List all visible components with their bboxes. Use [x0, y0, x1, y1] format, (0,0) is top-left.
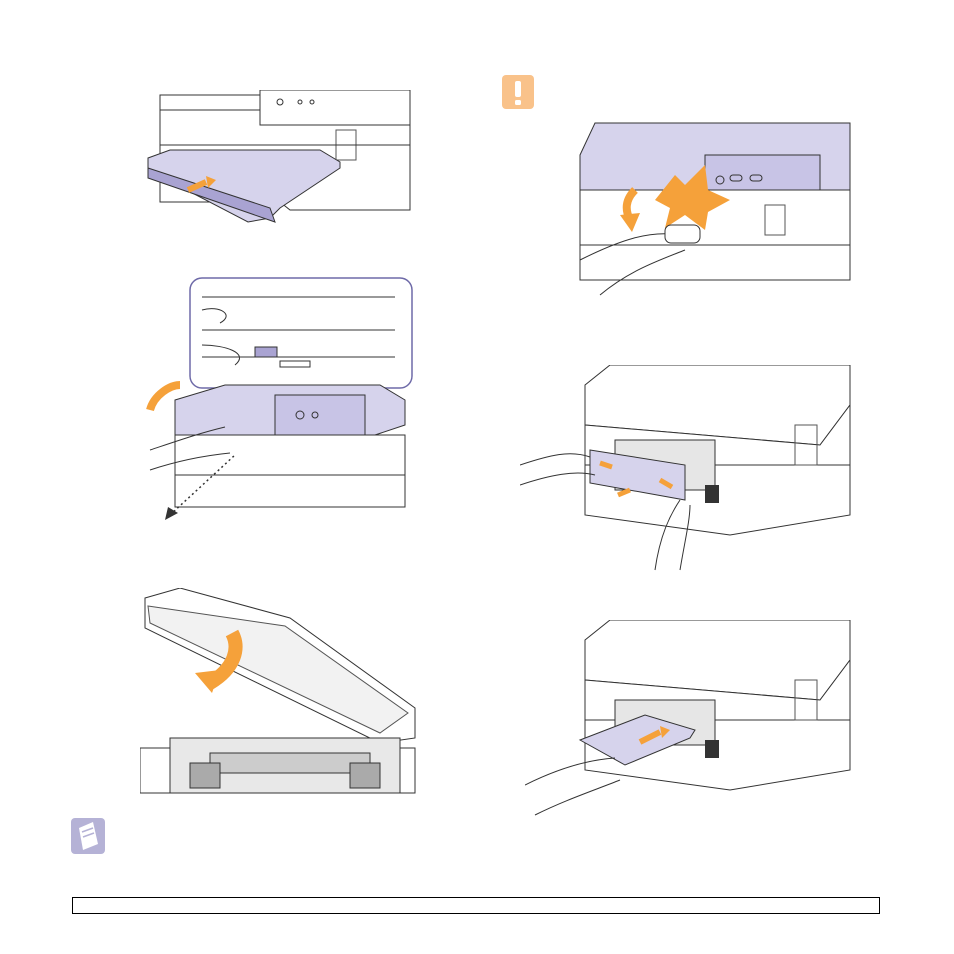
- printer-scanner-lift-icon: [140, 275, 415, 525]
- printer-open-cover-icon: [140, 588, 420, 798]
- printer-pinch-warning-icon: [570, 120, 855, 300]
- printer-tray-icon: [140, 90, 420, 230]
- figure-step-3: [140, 588, 420, 798]
- caution-icon: [502, 75, 534, 109]
- figure-step-4: [520, 365, 855, 575]
- figure-step-2: [140, 275, 415, 525]
- figure-caution-step: [570, 120, 855, 300]
- figure-step-1: [140, 90, 420, 230]
- footer-bar: [72, 897, 880, 914]
- printer-rear-cover-icon: [520, 365, 855, 575]
- printer-rear-paper-icon: [525, 620, 855, 825]
- note-icon: [71, 818, 105, 854]
- figure-step-5: [525, 620, 855, 825]
